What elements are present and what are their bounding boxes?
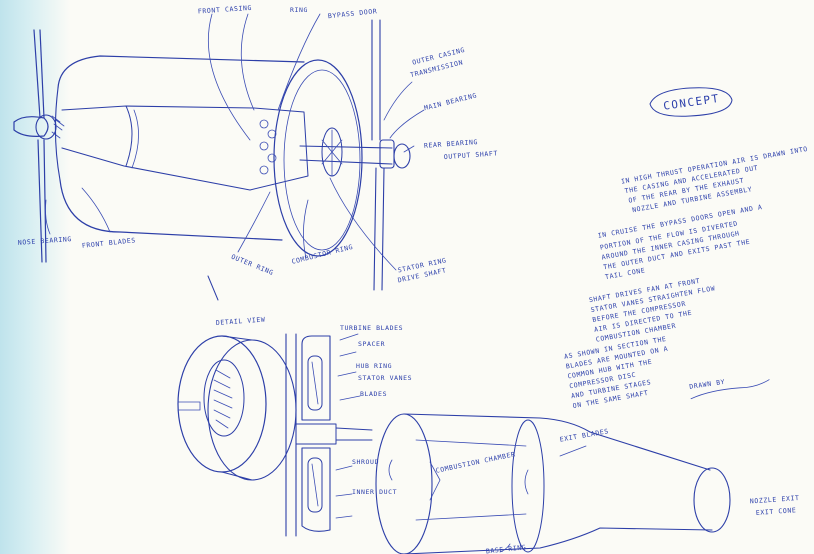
label-output-shaft: OUTPUT SHAFT (444, 149, 499, 161)
notes-block-1: IN HIGH THRUST OPERATION AIR IS DRAWN IN… (620, 145, 808, 214)
label-exit-cone: EXIT CONE (756, 506, 797, 517)
notes-block-4: AS SHOWN IN SECTION THE BLADES ARE MOUNT… (563, 335, 668, 410)
label-detail-view: DETAIL VIEW (216, 316, 266, 327)
notes-block-2: IN CRUISE THE BYPASS DOORS OPEN AND A PO… (597, 203, 763, 281)
label-blades: BLADES (360, 390, 387, 398)
svg-text:DRAWN BY: DRAWN BY (689, 378, 726, 391)
label-stator-vanes: STATOR VANES (358, 374, 412, 382)
main-casing (54, 55, 363, 257)
label-shroud: SHROUD (352, 458, 379, 466)
title-group: CONCEPT (649, 87, 733, 117)
output-shaft (299, 127, 411, 177)
inner-core (61, 105, 309, 191)
label-ring: RING (290, 6, 308, 14)
label-nose-bearing: NOSE BEARING (18, 235, 73, 247)
label-exit-blades: EXIT BLADES (559, 427, 609, 444)
label-nozzle-exit: NOZZLE EXIT (750, 494, 800, 505)
leader-lines-top (45, 13, 425, 271)
page-title: CONCEPT (662, 92, 720, 113)
label-hub-ring: HUB RING (356, 362, 392, 370)
signature: DRAWN BY (689, 378, 770, 400)
label-combustor-ring: COMBUSTOR RING (291, 243, 354, 266)
label-bypass-door: BYPASS DOOR (327, 7, 377, 20)
detail-disc (177, 275, 297, 481)
label-outer-ring: OUTER RING (230, 253, 275, 277)
label-combustion-chamber: COMBUSTION CHAMBER (435, 450, 516, 475)
stator-section (285, 333, 373, 537)
label-front-blades: FRONT BLADES (81, 236, 136, 250)
front-propeller (13, 29, 65, 263)
label-rear-bearing: REAR BEARING (424, 138, 479, 150)
label-turbine-blades: TURBINE BLADES (340, 324, 403, 332)
rear-pylon (371, 19, 385, 291)
label-inner-duct: INNER DUCT (352, 488, 397, 496)
label-base-ring: BASE RING (485, 543, 526, 554)
label-spacer: SPACER (358, 340, 385, 348)
scan-edge-tint (0, 0, 70, 554)
notes-block-3: SHAFT DRIVES FAN AT FRONT STATOR VANES S… (588, 277, 716, 344)
top-assembly (13, 13, 425, 291)
svg-text:IN HIGH THRUST OPERATION AIR I: IN HIGH THRUST OPERATION AIR IS DRAWN IN… (620, 145, 808, 186)
exhaust-duct (375, 413, 731, 554)
label-front-casing: FRONT CASING (198, 4, 253, 16)
label-main-bearing: MAIN BEARING (423, 91, 477, 112)
